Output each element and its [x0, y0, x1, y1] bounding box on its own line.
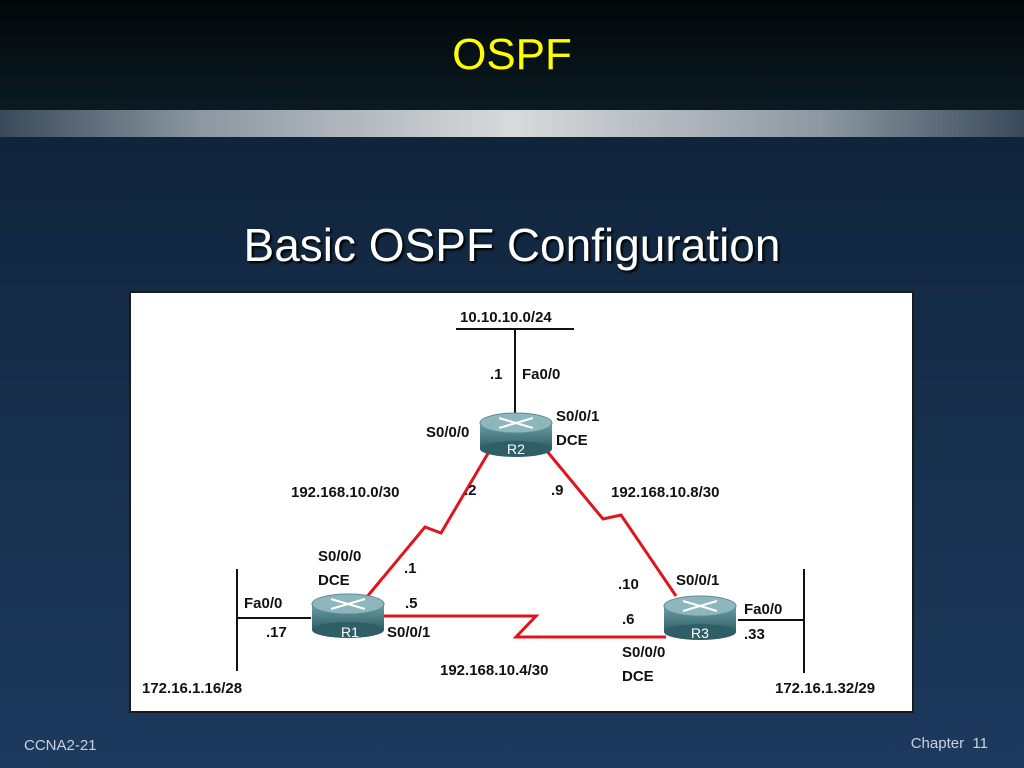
r1-s000-ip-label: .1 [404, 560, 417, 577]
serial-link-r1-r2 [364, 449, 492, 599]
r1-fa-label: Fa0/0 [244, 595, 282, 612]
lan-r1-label: 172.16.1.16/28 [142, 680, 242, 697]
r2-left-ip-label: .2 [464, 482, 477, 499]
router-r3[interactable]: R3 [663, 595, 737, 641]
top-bar [0, 0, 1024, 110]
net-r1-r2-label: 192.168.10.0/30 [291, 484, 399, 501]
router-label: R2 [507, 441, 525, 457]
serial-link-r1-r3 [376, 614, 666, 639]
lan-r2-label: 10.10.10.0/24 [460, 309, 552, 326]
router-r1[interactable]: R1 [311, 593, 385, 640]
r3-fa-label: Fa0/0 [744, 601, 782, 618]
r2-dce-label: DCE [556, 432, 588, 449]
router-label: R3 [691, 625, 709, 641]
slide-header: OSPF [452, 30, 572, 79]
r3-s000-ip-label: .6 [622, 611, 635, 628]
footer-chapter-label: Chapter [910, 735, 965, 752]
slide-title: Basic OSPF Configuration [243, 219, 781, 271]
r3-s001-label: S0/0/1 [676, 572, 719, 589]
router-r2[interactable]: R2 [479, 412, 553, 457]
footer-page-number: 11 [972, 735, 988, 752]
footer-chapter: Chapter 11 [911, 735, 988, 752]
lan-r3-label: 172.16.1.32/29 [775, 680, 875, 697]
r2-right-ip-label: .9 [551, 482, 564, 499]
r3-s000-label: S0/0/0 [622, 644, 665, 661]
r2-s000-label: S0/0/0 [426, 424, 469, 441]
r1-s001-ip-label: .5 [405, 595, 418, 612]
r1-s000-label: S0/0/0 [318, 548, 361, 565]
serial-link-r2-r3 [544, 449, 678, 597]
r1-s001-label: S0/0/1 [387, 624, 430, 641]
r2-fa-label: Fa0/0 [522, 366, 560, 383]
r3-fa-ip-label: .33 [744, 626, 765, 643]
net-r1-r3-label: 192.168.10.4/30 [440, 662, 548, 679]
network-diagram: R2 R1 R3 10.10.10.0/24 .1 Fa0/0 S0/0/0 S… [129, 291, 914, 713]
r1-dce-label: DCE [318, 572, 350, 589]
r3-dce-label: DCE [622, 668, 654, 685]
router-label: R1 [341, 624, 359, 640]
header-divider [0, 110, 1024, 137]
r2-s001-label: S0/0/1 [556, 408, 599, 425]
r1-fa-ip-label: .17 [266, 624, 287, 641]
r3-s001-ip-label: .10 [618, 576, 639, 593]
footer-course-code: CCNA2-21 [24, 737, 97, 754]
net-r2-r3-label: 192.168.10.8/30 [611, 484, 719, 501]
r2-fa-ip-label: .1 [490, 366, 503, 383]
